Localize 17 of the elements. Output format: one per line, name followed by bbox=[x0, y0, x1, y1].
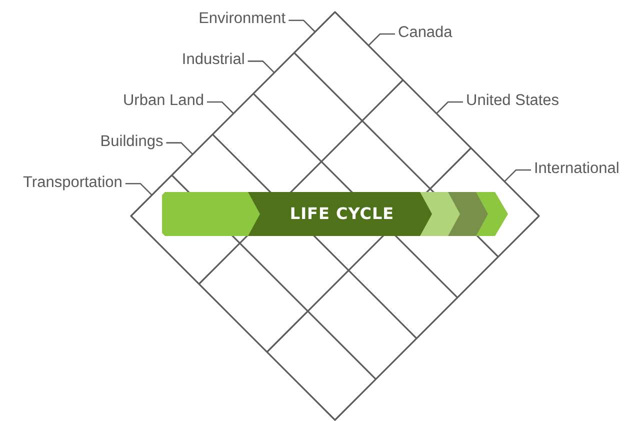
leader-line bbox=[166, 142, 194, 155]
category-label: Industrial bbox=[182, 51, 245, 70]
category-label: Transportation bbox=[23, 174, 122, 192]
banner-title: LIFE CYCLE bbox=[288, 204, 396, 224]
leader-line bbox=[288, 20, 316, 32]
category-label: International bbox=[534, 160, 620, 178]
category-label: Buildings bbox=[100, 132, 164, 151]
leader-line bbox=[248, 60, 275, 74]
leader-line bbox=[125, 182, 152, 196]
leader-line bbox=[504, 169, 531, 182]
leader-line bbox=[207, 101, 234, 114]
category-label: Urban Land bbox=[122, 92, 204, 110]
category-label: Canada bbox=[398, 24, 452, 42]
leader-line bbox=[368, 33, 395, 46]
category-label: United States bbox=[466, 92, 560, 110]
category-label: Environment bbox=[198, 10, 286, 28]
leader-line bbox=[436, 101, 463, 114]
